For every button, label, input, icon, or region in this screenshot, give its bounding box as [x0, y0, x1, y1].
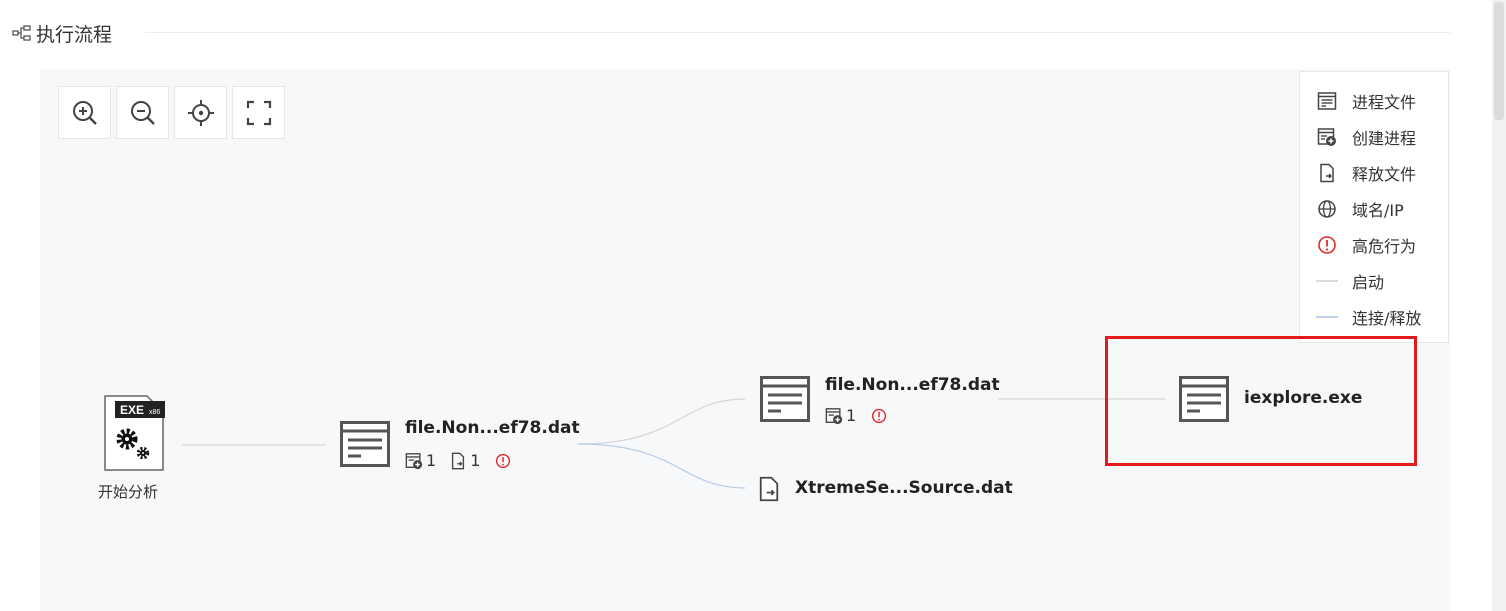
legend-label: 连接/释放 — [1352, 309, 1422, 328]
legend-item-start-line: 启动 — [1316, 269, 1384, 293]
legend-item-create-process: 创建进程 — [1316, 125, 1416, 149]
locate-button[interactable] — [174, 86, 227, 139]
node2-label[interactable]: file.Non...ef78.dat — [825, 375, 1000, 395]
legend-label: 启动 — [1352, 273, 1385, 292]
high-risk-icon[interactable] — [871, 408, 887, 424]
node1-label[interactable]: file.Non...ef78.dat — [405, 418, 580, 438]
process-file-node4-icon[interactable] — [1178, 375, 1230, 423]
node2-meta: 1 — [825, 406, 887, 425]
legend-item-domain-ip: 域名/IP — [1316, 197, 1404, 221]
scrollbar-thumb[interactable] — [1494, 2, 1504, 120]
legend-label: 域名/IP — [1352, 201, 1404, 220]
fullscreen-button[interactable] — [232, 86, 285, 139]
section-title: 执行流程 — [36, 23, 113, 46]
process-file-icon — [1317, 92, 1337, 110]
start-line-icon — [1316, 280, 1338, 282]
process-file-node1-icon[interactable] — [339, 420, 391, 468]
zoom-in-icon — [72, 100, 97, 125]
create-process-icon — [825, 407, 843, 424]
edge-node1-node2 — [577, 398, 746, 445]
create-process-icon — [1317, 128, 1336, 146]
node1-create-count: 1 — [426, 451, 437, 470]
exe-badge-subtext: x86 — [149, 409, 160, 416]
node1-meta: 1 1 — [405, 451, 511, 470]
release-file-node3-icon[interactable] — [757, 476, 781, 502]
legend-item-release-file: 释放文件 — [1316, 161, 1416, 185]
gear-small-icon — [136, 446, 150, 460]
highlight-box — [1105, 336, 1417, 466]
node3-label[interactable]: XtremeSe...Source.dat — [795, 478, 1013, 498]
legend-item-high-risk: 高危行为 — [1316, 233, 1416, 257]
legend-panel: 进程文件 创建进程 释放文件 域名/IP — [1299, 71, 1449, 343]
node1-release-count: 1 — [470, 451, 481, 470]
start-analysis-label: 开始分析 — [98, 483, 159, 501]
node4-label[interactable]: iexplore.exe — [1244, 388, 1363, 408]
header-divider — [145, 32, 1450, 33]
create-process-icon — [405, 452, 423, 469]
legend-label: 进程文件 — [1352, 93, 1417, 112]
process-file-node2-icon[interactable] — [759, 375, 811, 423]
exe-badge-text: EXE — [120, 403, 144, 417]
flow-tree-icon — [12, 25, 31, 41]
legend-label: 释放文件 — [1352, 165, 1417, 184]
crosshair-icon — [187, 99, 214, 126]
graph-toolbar — [58, 86, 285, 139]
connect-line-icon — [1316, 316, 1338, 318]
release-file-icon — [1320, 163, 1334, 183]
node2-create-count: 1 — [846, 406, 857, 425]
edge-node1-node3 — [577, 443, 746, 489]
gear-icon — [116, 428, 138, 450]
fullscreen-icon — [246, 100, 271, 125]
high-risk-icon[interactable] — [495, 453, 511, 469]
zoom-in-button[interactable] — [58, 86, 111, 139]
legend-label: 高危行为 — [1352, 237, 1417, 256]
vertical-scrollbar[interactable] — [1492, 0, 1506, 611]
legend-item-process-file: 进程文件 — [1316, 89, 1416, 113]
globe-icon — [1318, 200, 1336, 218]
legend-label: 创建进程 — [1352, 129, 1417, 148]
section-header: 执行流程 — [12, 19, 112, 47]
release-file-icon — [452, 452, 465, 469]
high-risk-icon — [1318, 236, 1336, 254]
zoom-out-button[interactable] — [116, 86, 169, 139]
exe-start-node-icon[interactable]: EXE x86 — [103, 394, 165, 472]
legend-item-connect-line: 连接/释放 — [1316, 305, 1421, 329]
zoom-out-icon — [130, 100, 155, 125]
flow-graph-panel[interactable] — [40, 69, 1450, 611]
